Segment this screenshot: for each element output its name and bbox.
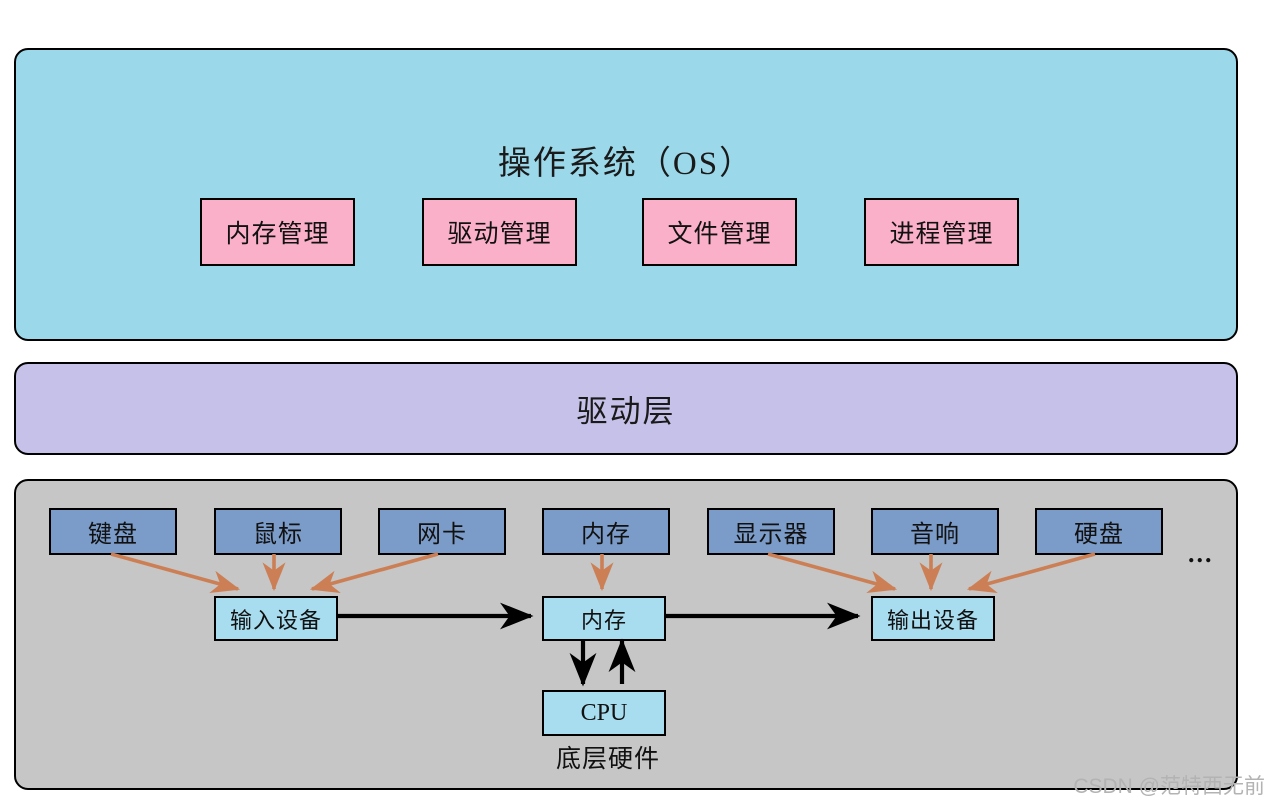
os-module-row: 内存管理 驱动管理 文件管理 进程管理 [16, 198, 1236, 278]
driver-layer-title: 驱动层 [576, 394, 676, 429]
os-module-memory-management[interactable]: 内存管理 [200, 198, 355, 266]
device-box-memory[interactable]: 内存 [542, 508, 670, 555]
driver-layer: 驱动层 [14, 362, 1238, 455]
device-list-ellipsis: ... [1188, 539, 1214, 568]
os-module-file-management[interactable]: 文件管理 [642, 198, 797, 266]
device-box-network-card[interactable]: 网卡 [378, 508, 506, 555]
os-layer: 操作系统（OS） 内存管理 驱动管理 文件管理 进程管理 [14, 48, 1238, 341]
cpu-box[interactable]: CPU [542, 690, 666, 736]
os-module-process-management[interactable]: 进程管理 [864, 198, 1019, 266]
device-box-keyboard[interactable]: 键盘 [49, 508, 177, 555]
device-box-hard-disk[interactable]: 硬盘 [1035, 508, 1163, 555]
watermark: CSDN @范特西无前 [1073, 775, 1265, 798]
os-module-driver-management[interactable]: 驱动管理 [422, 198, 577, 266]
io-box-memory[interactable]: 内存 [542, 596, 666, 641]
device-box-mouse[interactable]: 鼠标 [214, 508, 342, 555]
io-box-output-device[interactable]: 输出设备 [871, 596, 995, 641]
device-box-speaker[interactable]: 音响 [871, 508, 999, 555]
device-box-monitor[interactable]: 显示器 [707, 508, 835, 555]
hardware-layer: 键盘 鼠标 网卡 内存 显示器 音响 硬盘 ... 输入设备 内存 输出设备 C… [14, 479, 1238, 790]
io-box-input-device[interactable]: 输入设备 [214, 596, 338, 641]
os-layer-title: 操作系统（OS） [497, 146, 755, 182]
bottom-hardware-label: 底层硬件 [556, 745, 661, 773]
